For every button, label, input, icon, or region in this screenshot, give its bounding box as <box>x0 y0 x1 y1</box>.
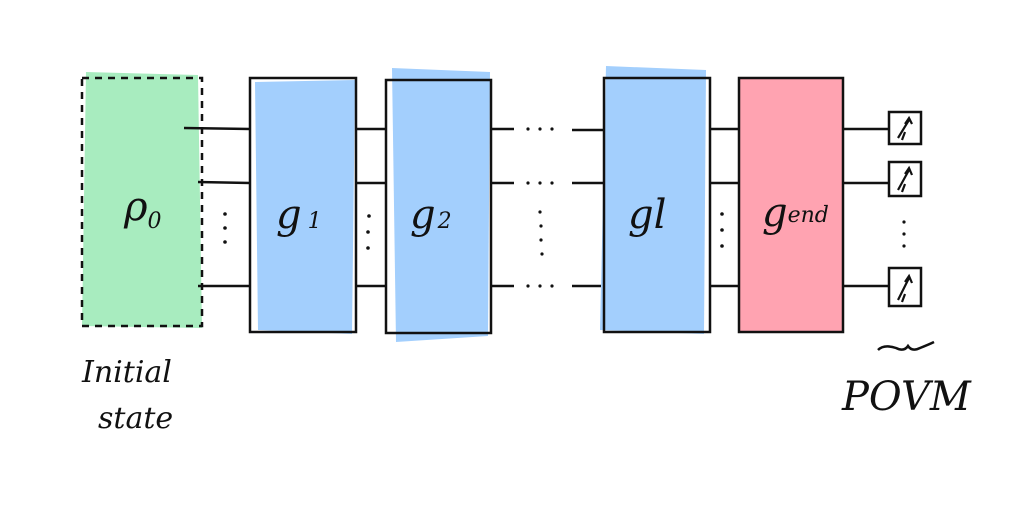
wires-initial-to-g1 <box>183 126 251 288</box>
gate-gl-border <box>602 76 712 334</box>
meter-ellipsis <box>902 220 906 248</box>
initial-state-symbol: ρ0 <box>123 184 162 234</box>
initial-state-caption-line1: Initial <box>81 355 172 390</box>
gate-g1-fill <box>255 80 355 334</box>
gate-g2: g2 <box>384 68 493 342</box>
wire-ellipsis-1 <box>223 212 227 244</box>
wire-ellipsis-4 <box>720 212 724 248</box>
gate-gend-border <box>737 76 845 334</box>
wires-g2-to-gl <box>491 127 603 288</box>
gate-gend: gend <box>737 76 845 334</box>
measurement-meter-icon <box>887 266 923 308</box>
gate-g2-border <box>384 78 493 335</box>
wires-g1-to-g2 <box>356 127 386 288</box>
gate-gend-label: gend <box>762 190 829 236</box>
wire-ellipsis-horizontal <box>526 127 554 288</box>
povm-brace <box>877 340 935 351</box>
gate-gl: gl <box>600 66 712 334</box>
gate-gl-label: gl <box>628 192 666 238</box>
initial-state-fill <box>82 72 202 328</box>
gate-gend-fill <box>739 78 843 332</box>
gate-g1-border <box>248 76 358 334</box>
initial-state-block: ρ0 <box>80 72 204 328</box>
wires-gend-to-povm <box>843 127 889 288</box>
wires-gl-to-gend <box>710 127 739 288</box>
gate-gl-fill <box>600 66 706 334</box>
povm-label: POVM <box>841 374 972 420</box>
initial-state-caption-line2: state <box>98 401 173 436</box>
wire-ellipsis-3 <box>538 210 544 256</box>
initial-state-border <box>80 76 204 328</box>
measurement-meter-icon <box>887 110 923 146</box>
wire-ellipsis-2 <box>366 214 371 250</box>
gate-g2-fill <box>392 68 490 342</box>
measurement-meter-icon <box>887 160 923 198</box>
gate-g2-label: g2 <box>410 192 452 238</box>
